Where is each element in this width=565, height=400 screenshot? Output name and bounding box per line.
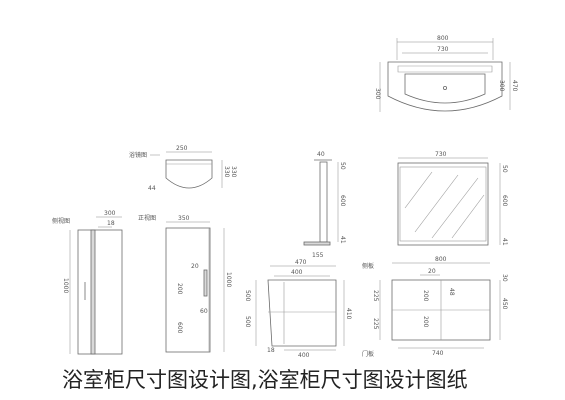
vanity-front-label-top: 侧板 [362, 262, 374, 270]
vanity-front-view: 侧板 800 20 225 225 200 200 48 30 450 740 … [362, 256, 508, 358]
basin-top-view: 800 730 300 470 300 [374, 35, 518, 112]
mirror-side-view: 40 50 600 41 155 [303, 151, 346, 259]
tall-side-h2: 20 [191, 263, 199, 270]
mirror-side-height: 600 [339, 195, 346, 207]
small-profile-height: 330 [223, 166, 230, 178]
mirror-front-width: 730 [435, 151, 447, 158]
vanity-front-label-bottom: 门板 [362, 350, 374, 358]
vanity-side-view: 470 400 500 500 410 400 18 [244, 259, 352, 359]
mirror-side-t1: 50 [339, 162, 346, 170]
vanity-front-w2: 20 [428, 268, 436, 275]
small-profile-width: 250 [176, 145, 188, 152]
tall-cabinet-height: 1000 [62, 278, 69, 293]
vanity-front-w3: 740 [432, 350, 444, 357]
vanity-front-side: 450 [501, 298, 508, 310]
basin-width-total: 800 [437, 35, 449, 42]
mirror-side-bottom: 155 [312, 252, 324, 259]
vanity-side-h1: 500 [244, 290, 251, 302]
mirror-front-view: 730 50 600 41 [397, 151, 508, 246]
tall-side-view: 正视图 350 20 200 60 600 1000 [138, 214, 232, 353]
tall-side-h5: 200 [176, 283, 183, 295]
tall-side-h4: 60 [200, 308, 208, 315]
vanity-front-mid: 200 [422, 290, 429, 302]
small-profile-height-b: 330 [230, 166, 237, 178]
vanity-side-mid: 410 [345, 308, 352, 320]
mirror-front-b: 41 [501, 238, 508, 246]
mirror-front-t: 50 [501, 165, 508, 173]
vanity-side-h2: 500 [244, 316, 251, 328]
vanity-front-side-top: 30 [501, 274, 508, 282]
vanity-side-b2: 18 [267, 347, 275, 354]
vanity-side-w1: 470 [295, 259, 307, 266]
mirror-side-b2: 41 [339, 236, 346, 244]
tall-cabinet-label: 侧视图 [52, 217, 70, 225]
vanity-side-w2: 400 [291, 269, 303, 276]
tall-cabinet-view: 侧视图 300 18 1000 [52, 210, 123, 355]
vanity-front-width: 800 [435, 256, 447, 263]
basin-depth-right: 470 [511, 80, 518, 92]
tall-side-height: 1000 [225, 272, 232, 287]
mirror-front-height: 600 [501, 195, 508, 207]
vanity-front-mid-b: 200 [422, 316, 429, 328]
tall-side-h3: 600 [176, 322, 183, 334]
vanity-side-bottom: 400 [298, 352, 310, 359]
mirror-side-top: 40 [317, 151, 325, 158]
basin-width-inner: 730 [437, 46, 449, 53]
small-profile-mark: 44 [148, 185, 156, 192]
small-profile-label: 浴镜图 [129, 151, 147, 159]
basin-depth: 300 [374, 88, 381, 100]
basin-depth-right-inner: 300 [498, 80, 505, 92]
vanity-front-h2: 225 [372, 318, 379, 330]
caption: 浴室柜尺寸图设计图,浴室柜尺寸图设计图纸 [62, 368, 468, 392]
tall-side-label: 正视图 [138, 214, 156, 222]
tall-side-width: 350 [178, 215, 190, 222]
vanity-front-h1: 225 [372, 290, 379, 302]
tall-cabinet-width: 300 [104, 210, 116, 217]
vanity-front-mid2: 48 [448, 288, 455, 296]
tall-cabinet-offset: 18 [107, 220, 115, 227]
small-profile-view: 浴镜图 250 330 330 44 [129, 145, 237, 192]
